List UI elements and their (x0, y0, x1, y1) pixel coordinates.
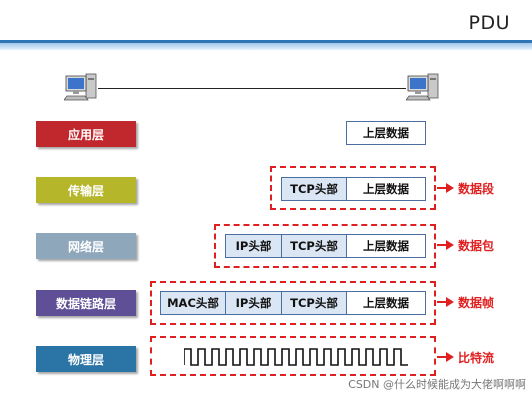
network-link (98, 88, 406, 89)
pdu-packet-label: 数据包 (458, 239, 495, 253)
layer-data-link: 数据链路层 (36, 290, 136, 316)
layer-label: 应用层 (67, 127, 104, 142)
pdu-segment-label: 数据段 (458, 182, 495, 196)
layer-network: 网络层 (36, 233, 136, 259)
layer-transport: 传输层 (36, 177, 136, 203)
arrow-line (437, 356, 447, 358)
upper-data-box: 上层数据 (346, 177, 426, 201)
layer-physical: 物理层 (36, 346, 136, 372)
layer-label: 数据链路层 (55, 296, 116, 311)
bit-waveform (184, 348, 408, 366)
packet-frame (214, 224, 436, 268)
computer-icon (406, 73, 439, 101)
top-band (0, 40, 532, 50)
arrow-line (437, 187, 447, 189)
arrow-head (446, 183, 454, 193)
segment-frame (270, 166, 436, 210)
arrow-head (446, 352, 454, 362)
arrow-head (446, 240, 454, 250)
upper-data-box: 上层数据 (346, 291, 426, 315)
tcp-header-box: TCP头部 (281, 234, 347, 258)
layer-label: 网络层 (67, 239, 104, 254)
layer-label: 传输层 (67, 183, 104, 198)
ip-header-box: IP头部 (225, 291, 282, 315)
pdu-bitstream-label: 比特流 (458, 351, 495, 365)
pdu-frame-label: 数据帧 (458, 296, 495, 310)
frame-frame (150, 281, 436, 325)
arrow-head (446, 297, 454, 307)
slide-title: PDU (468, 12, 510, 34)
bitstream-frame (150, 336, 436, 376)
tcp-header-box: TCP头部 (281, 291, 347, 315)
upper-data-box: 上层数据 (346, 234, 426, 258)
arrow-line (437, 301, 447, 303)
layer-label: 物理层 (67, 352, 104, 367)
arrow-line (437, 244, 447, 246)
layer-application: 应用层 (36, 121, 136, 147)
mac-header-box: MAC头部 (160, 291, 226, 315)
tcp-header-box: TCP头部 (281, 177, 347, 201)
computer-icon (64, 73, 97, 101)
ip-header-box: IP头部 (225, 234, 282, 258)
upper-data-box: 上层数据 (346, 121, 426, 145)
footer-watermark: CSDN @什么时候能成为大佬啊啊啊 (348, 378, 526, 391)
